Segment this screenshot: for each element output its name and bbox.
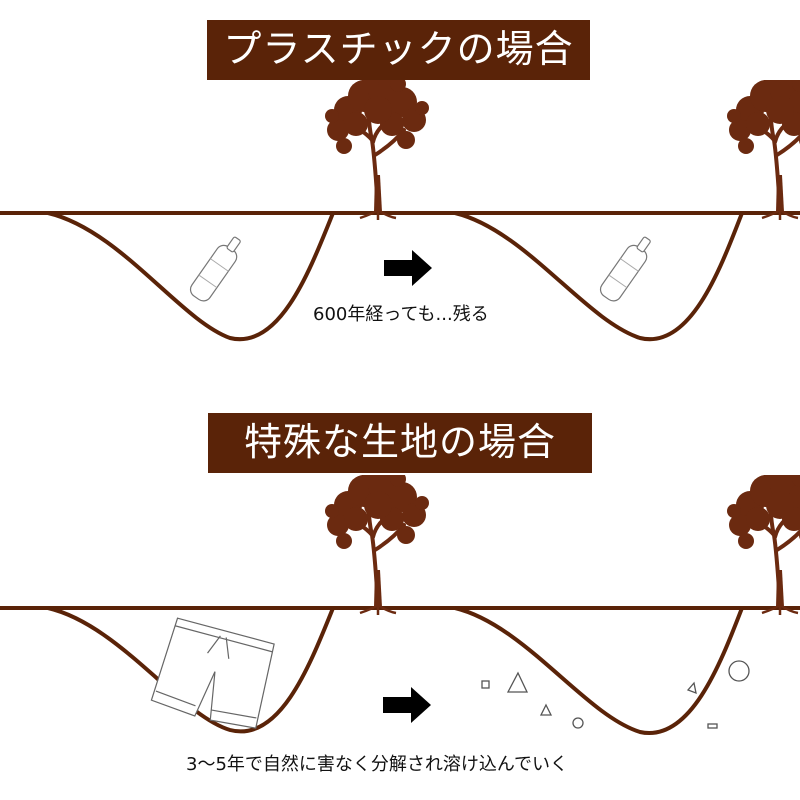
tree-icon <box>725 80 800 222</box>
section-title-plastic: プラスチックの場合 <box>207 20 590 80</box>
caption-plastic: 600年経っても...残る <box>313 304 489 325</box>
section-title-fabric: 特殊な生地の場合 <box>208 413 592 473</box>
caption-fabric: 3〜5年で自然に害なく分解され溶け込んでいく <box>186 754 569 775</box>
pit-right <box>454 606 744 736</box>
pit-left <box>47 606 335 734</box>
pit-right <box>454 211 744 342</box>
fabric-scene <box>0 475 800 736</box>
pit-left <box>47 211 335 342</box>
shorts-icon <box>150 617 275 729</box>
tree-icon <box>323 80 431 222</box>
tree-icon <box>323 475 431 617</box>
decomposed-fragments <box>481 660 750 729</box>
tree-icon <box>725 475 800 617</box>
arrow-right-icon <box>384 250 432 286</box>
plastic-scene <box>0 80 800 342</box>
plastic-bottle-icon <box>599 236 651 302</box>
arrow-right-icon <box>383 687 431 723</box>
plastic-bottle-icon <box>189 236 241 302</box>
